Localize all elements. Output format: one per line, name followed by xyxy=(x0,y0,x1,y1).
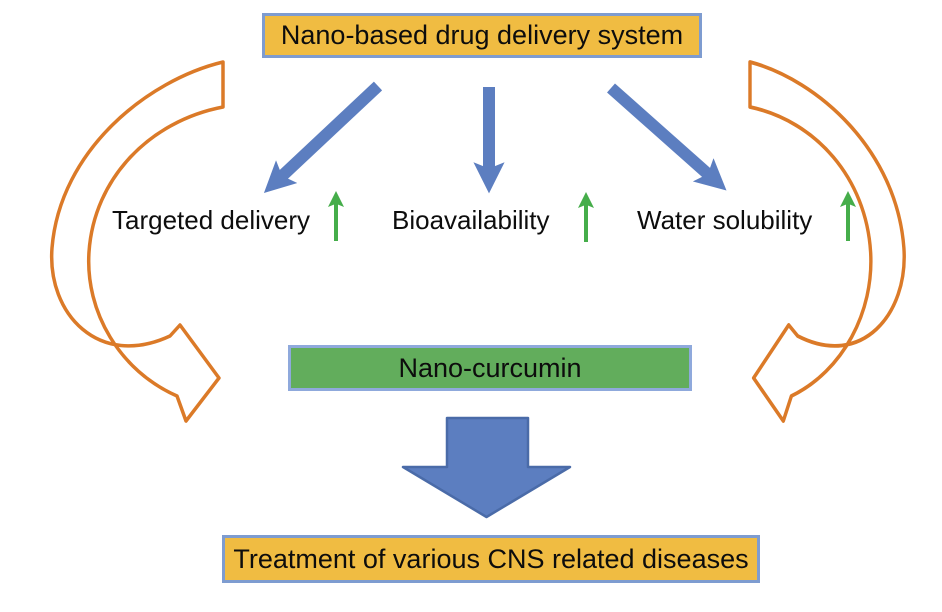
bottom-box-label: Treatment of various CNS related disease… xyxy=(233,543,749,574)
benefit-targeted-delivery: Targeted delivery xyxy=(112,205,310,235)
right-curved-arrow xyxy=(748,60,906,423)
middle-box: Nano-curcumin xyxy=(288,345,692,391)
benefit-bioavailability: Bioavailability xyxy=(392,205,550,235)
benefit-water-solubility: Water solubility xyxy=(637,205,813,235)
left-curved-arrow xyxy=(49,60,225,423)
middle-box-label: Nano-curcumin xyxy=(398,352,582,383)
top-box-label: Nano-based drug delivery system xyxy=(280,20,684,50)
down-block-arrow xyxy=(401,416,572,519)
top-box: Nano-based drug delivery system xyxy=(262,13,702,58)
branch-arrow-left xyxy=(263,81,383,194)
branch-arrow-right xyxy=(607,83,727,191)
bottom-box: Treatment of various CNS related disease… xyxy=(222,535,760,583)
